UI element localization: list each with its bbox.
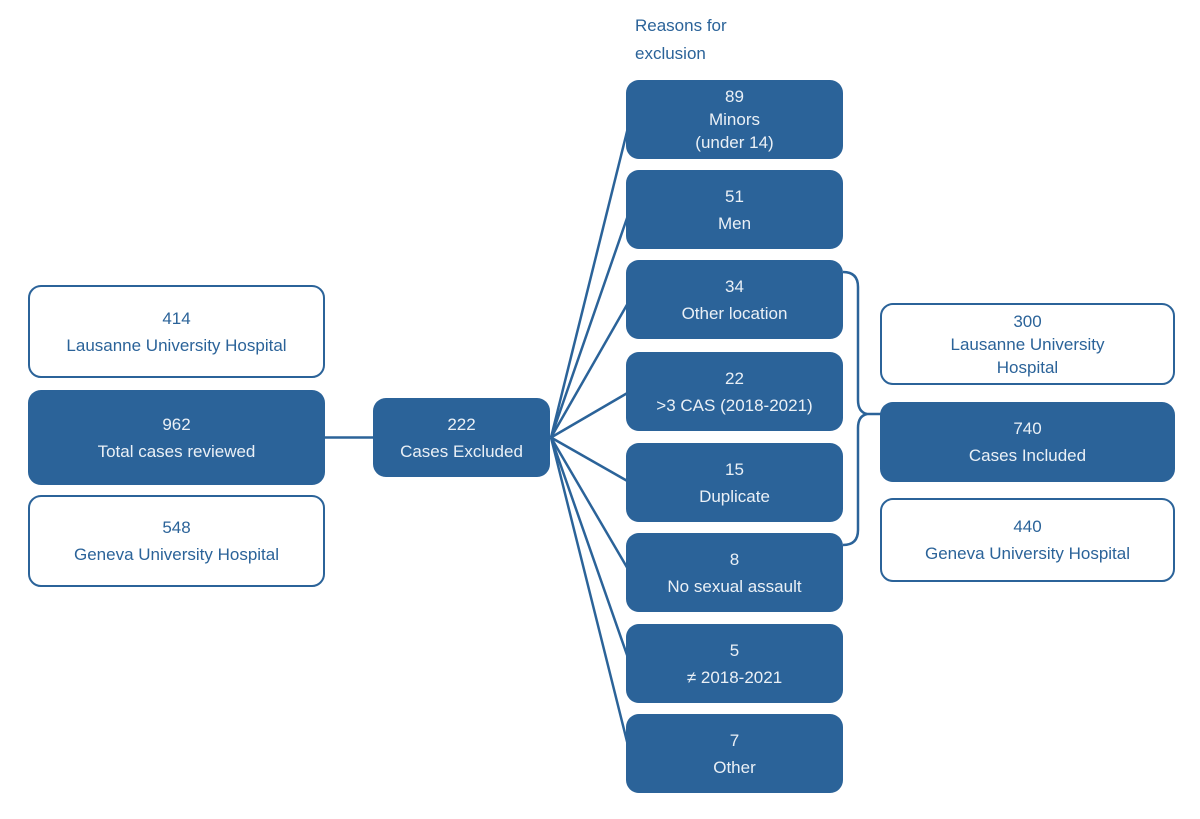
brace-top-to-included	[842, 270, 882, 416]
reason-box-other-location: 34 Other location	[626, 260, 843, 339]
lausanne-reviewed-label: Lausanne University Hospital	[66, 335, 287, 355]
cases-included-label: Cases Included	[968, 446, 1087, 465]
connector-excluded-to-assault	[549, 436, 632, 574]
connector-excluded-to-duplicate	[550, 436, 631, 484]
reason-no-assault-label: No sexual assault	[667, 576, 802, 596]
connector-excluded-to-minors	[549, 119, 632, 438]
total-cases-box: 962 Total cases reviewed	[28, 390, 325, 485]
reason-box-minors: 89 Minors (under 14)	[626, 80, 843, 159]
cases-excluded-value: 222	[447, 414, 476, 434]
reason-years-value: 5	[729, 640, 740, 660]
reason-no-assault-value: 8	[729, 549, 740, 569]
lausanne-included-box: 300 Lausanne University Hospital	[880, 303, 1175, 385]
reason-men-label: Men	[717, 213, 752, 233]
total-cases-value: 962	[162, 414, 191, 434]
reason-box-years: 5 ≠ 2018-2021	[626, 624, 843, 703]
geneva-included-value: 440	[1013, 517, 1042, 536]
cases-included-box: 740 Cases Included	[880, 402, 1175, 482]
reason-box-no-assault: 8 No sexual assault	[626, 533, 843, 612]
reason-men-value: 51	[725, 186, 744, 206]
reason-other-location-value: 34	[725, 276, 744, 296]
reason-cas-value: 22	[725, 368, 744, 388]
geneva-included-box: 440 Geneva University Hospital	[880, 498, 1175, 582]
reason-other-location-label: Other location	[681, 303, 788, 323]
reason-other-label: Other	[713, 757, 756, 777]
total-cases-label: Total cases reviewed	[97, 441, 256, 461]
geneva-reviewed-box: 548 Geneva University Hospital	[28, 495, 325, 587]
geneva-reviewed-value: 548	[162, 518, 191, 537]
geneva-included-label: Geneva University Hospital	[924, 544, 1131, 563]
lausanne-included-label: Lausanne University Hospital	[950, 334, 1105, 377]
cases-included-value: 740	[1013, 419, 1042, 438]
reason-other-value: 7	[729, 730, 740, 750]
reason-cas-label: >3 CAS (2018-2021)	[656, 395, 813, 415]
reason-box-cas: 22 >3 CAS (2018-2021)	[626, 352, 843, 431]
lausanne-reviewed-box: 414 Lausanne University Hospital	[28, 285, 325, 378]
connector-excluded-to-men	[549, 209, 632, 438]
geneva-reviewed-label: Geneva University Hospital	[73, 545, 280, 564]
reason-years-label: ≠ 2018-2021	[686, 667, 783, 687]
connector-excluded-to-location	[549, 298, 632, 439]
brace-bottom-to-included	[842, 412, 868, 547]
reason-minors-value: 89	[725, 87, 744, 106]
reason-minors-label: Minors (under 14)	[695, 110, 774, 152]
lausanne-reviewed-value: 414	[162, 308, 191, 328]
reason-duplicate-value: 15	[725, 459, 744, 479]
reason-box-men: 51 Men	[626, 170, 843, 249]
cases-excluded-box: 222 Cases Excluded	[373, 398, 550, 477]
connector-excluded-to-other	[549, 437, 632, 754]
reasons-header-label: Reasons for exclusion	[635, 16, 727, 63]
connector-excluded-to-cas	[550, 390, 631, 439]
reason-box-other: 7 Other	[626, 714, 843, 793]
reason-duplicate-label: Duplicate	[699, 486, 770, 506]
connector-excluded-to-years	[549, 437, 632, 664]
cases-excluded-label: Cases Excluded	[400, 441, 523, 461]
reason-box-duplicate: 15 Duplicate	[626, 443, 843, 522]
lausanne-included-value: 300	[1013, 311, 1042, 331]
